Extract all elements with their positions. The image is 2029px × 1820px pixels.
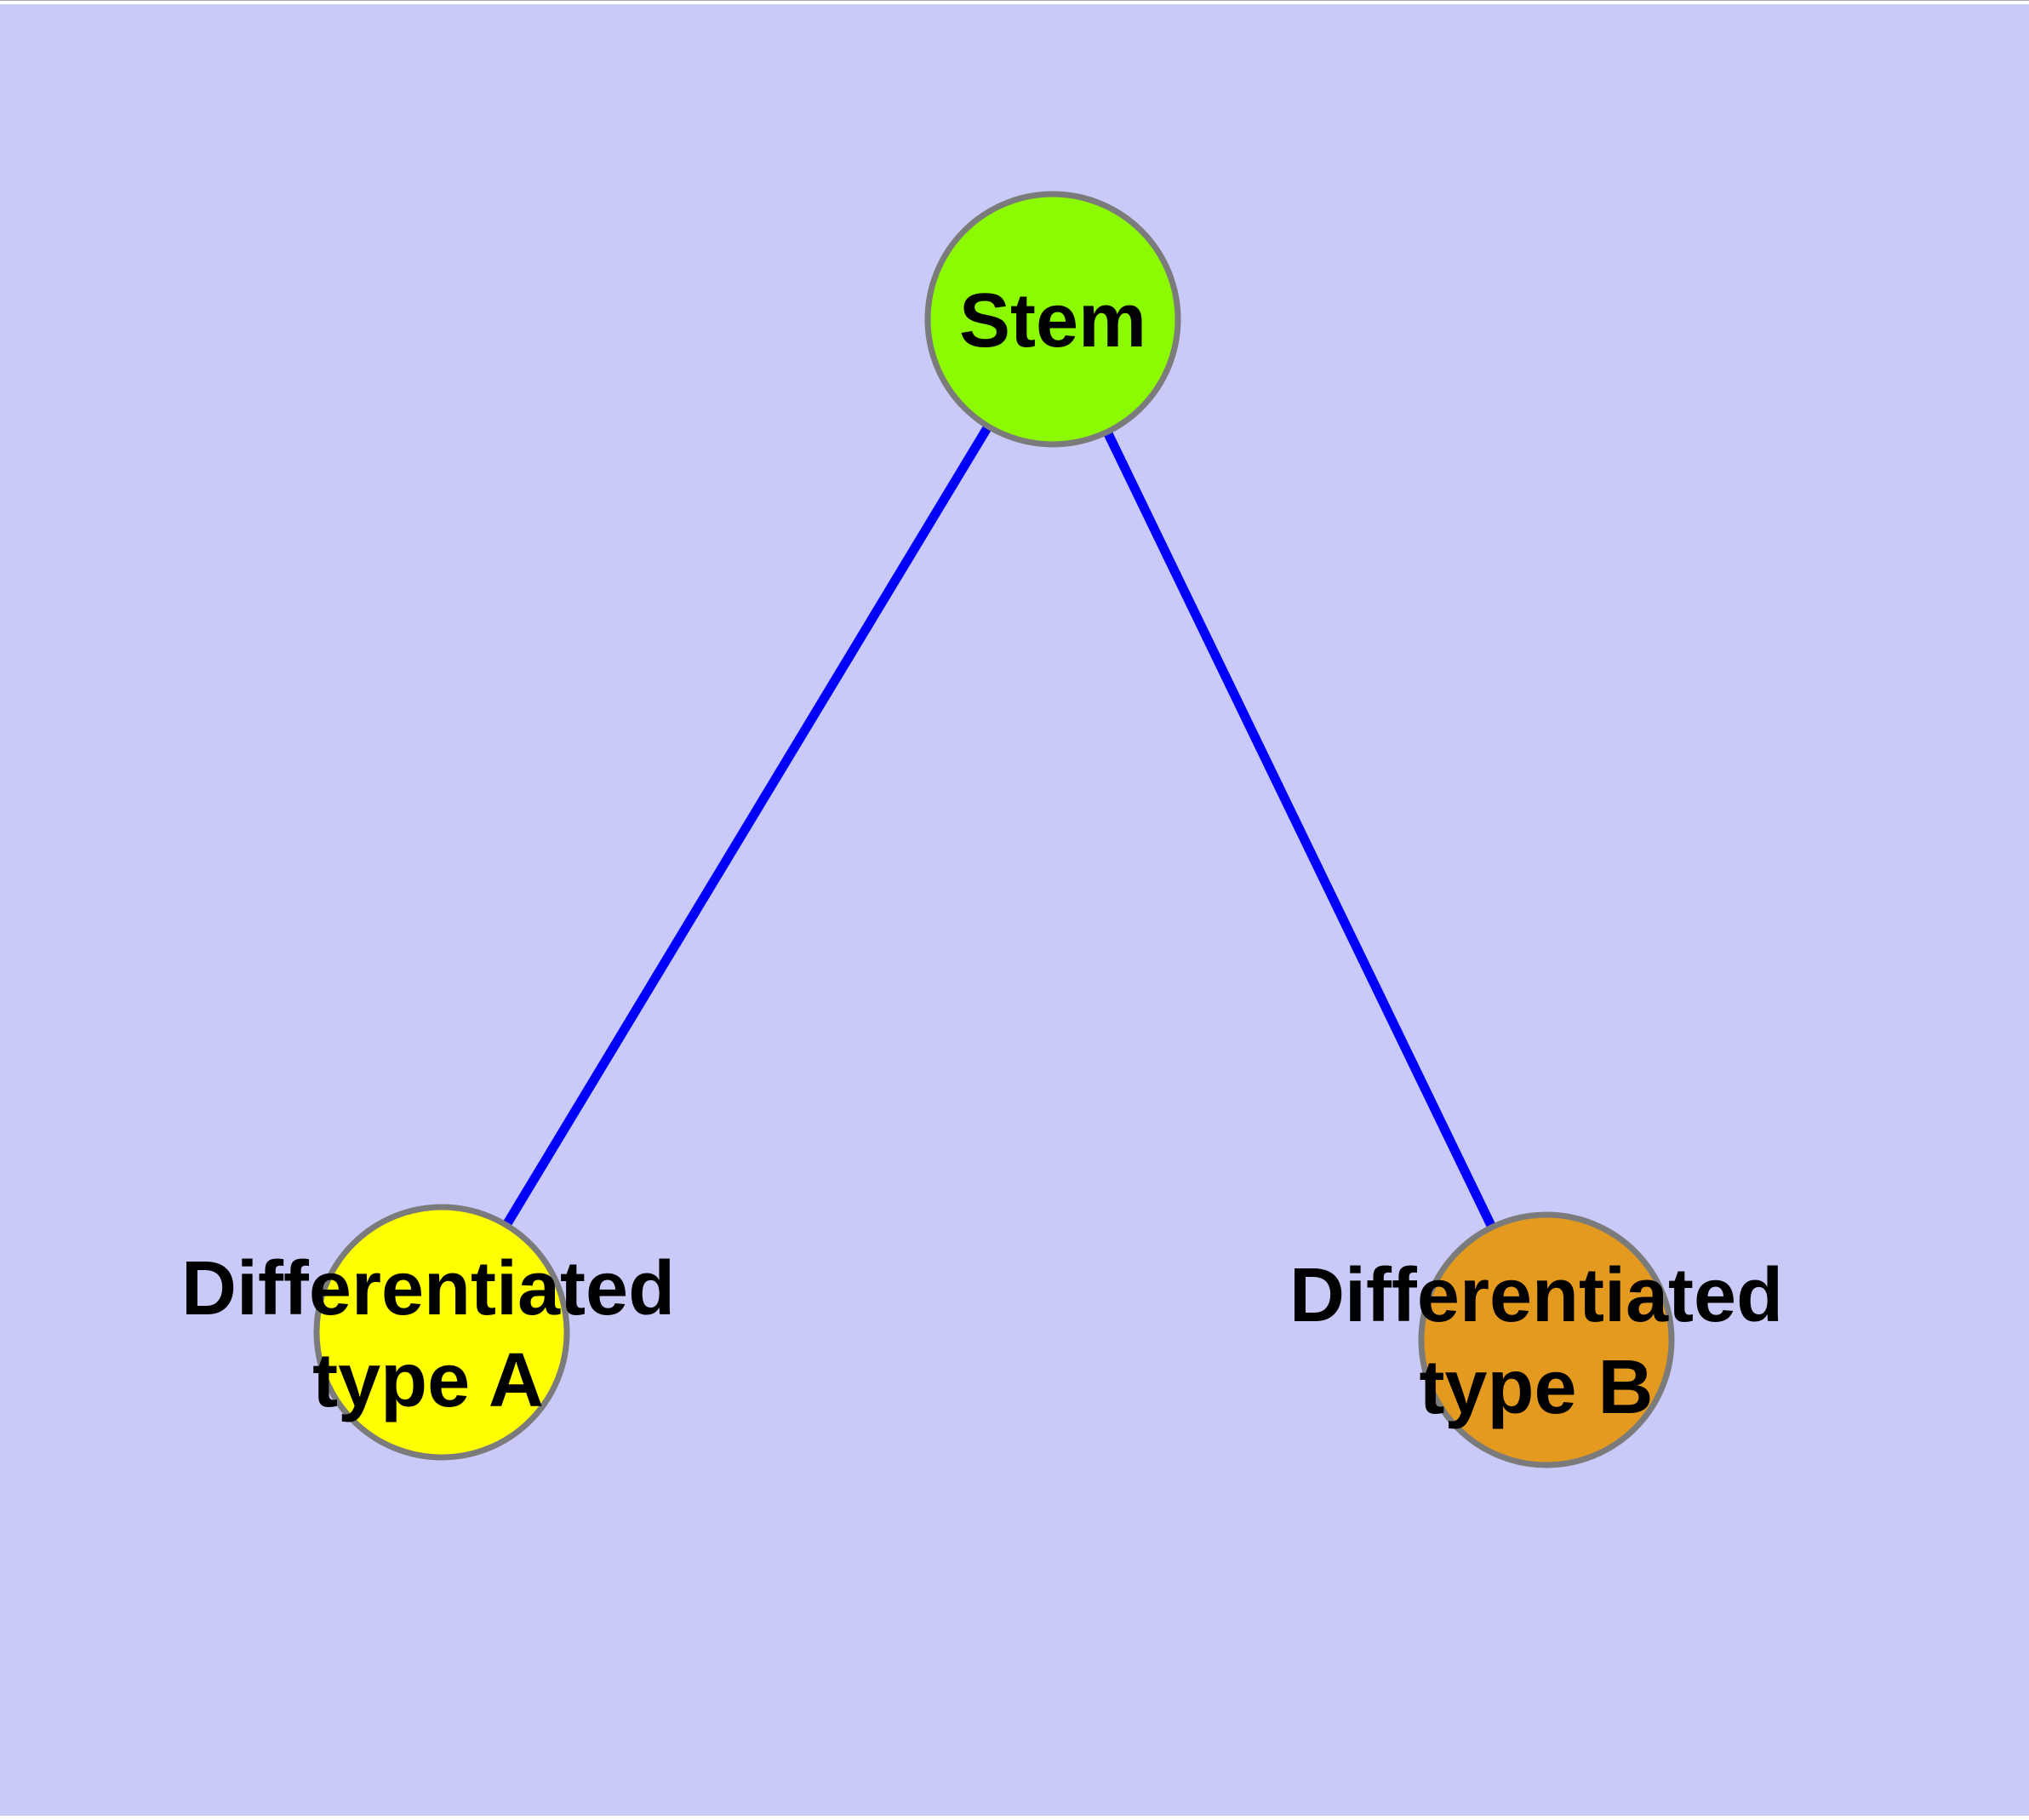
node-type-a-label-line1: Differentiated	[180, 1246, 676, 1331]
node-stem-label: Stem	[959, 275, 1146, 367]
node-type-b-circle	[1418, 1211, 1675, 1468]
edge-stem-to-type-b	[1049, 317, 1551, 1342]
node-type-b-label-line1: Differentiated	[1289, 1253, 1784, 1338]
node-stem-label-line: Stem	[958, 278, 1147, 363]
node-type-a-label-line2: type A	[312, 1338, 544, 1423]
node-type-a-label: Differentiated type A	[181, 1243, 675, 1427]
node-type-a-circle	[313, 1204, 570, 1461]
top-border-line	[0, 0, 2029, 1]
node-type-b-label-line2: type B	[1419, 1345, 1654, 1430]
node-type-b-label: Differentiated type B	[1289, 1250, 1783, 1434]
edge-stem-to-type-a	[437, 317, 1057, 1335]
node-stem-circle	[924, 191, 1181, 448]
